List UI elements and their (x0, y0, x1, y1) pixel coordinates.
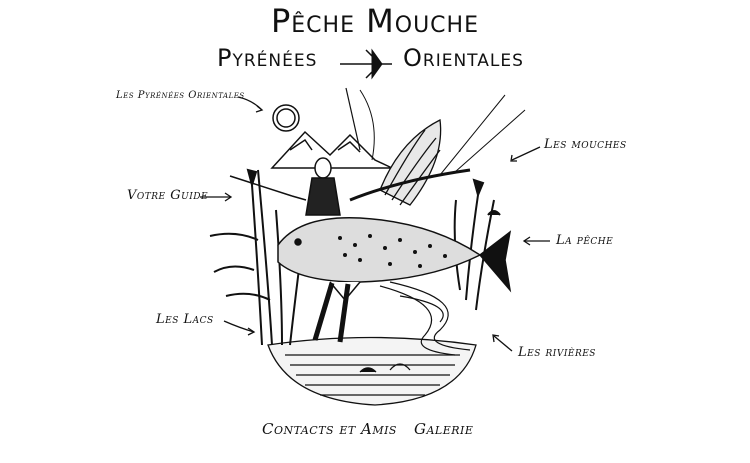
reeds-left-icon (209, 168, 303, 346)
arrow-lacs-icon (223, 320, 255, 333)
subtitle-right: Orientales (403, 44, 524, 72)
trout-icon (277, 216, 512, 343)
footer-galerie-link[interactable]: Galerie (414, 420, 474, 438)
sun-icon (272, 104, 300, 132)
arrow-rivieres-icon (493, 335, 513, 352)
fisherman-icon (229, 87, 375, 216)
nav-arrows (200, 96, 550, 352)
nav-les-rivieres[interactable]: Les rivières (518, 345, 596, 360)
nav-votre-guide[interactable]: Votre Guide (127, 188, 209, 203)
lake-icon (267, 336, 477, 406)
site-title: Pêche Mouche (270, 2, 479, 40)
nav-la-peche[interactable]: La pêche (556, 233, 614, 248)
nav-les-mouches[interactable]: Les mouches (544, 137, 627, 152)
nav-pyrenees-orientales[interactable]: Les Pyrénées Orientales (116, 90, 245, 101)
nav-les-lacs[interactable]: Les Lacs (156, 312, 214, 327)
footer-contacts-link[interactable]: Contacts et Amis (262, 420, 397, 438)
fly-logo-icon (340, 48, 392, 80)
subtitle-left: Pyrénées (217, 44, 318, 72)
river-icon (379, 281, 471, 356)
arrow-mouches-icon (511, 146, 541, 161)
mayfly-icon (349, 94, 526, 206)
